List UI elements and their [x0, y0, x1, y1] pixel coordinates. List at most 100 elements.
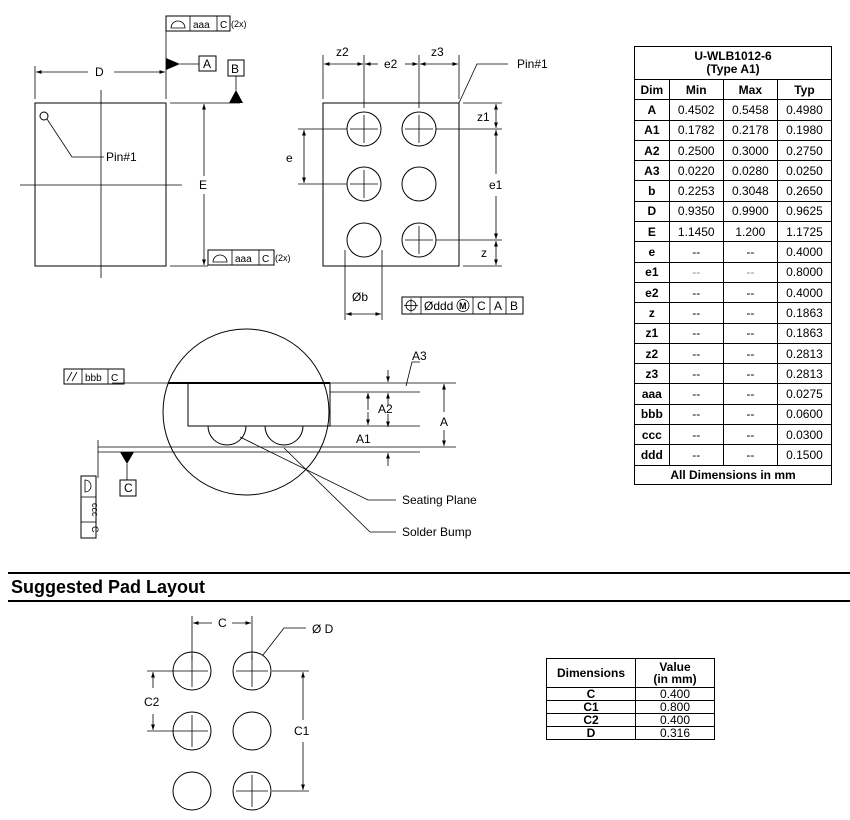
row-min: -- [668, 302, 724, 324]
row-max: -- [722, 383, 778, 405]
datum-A-label: A [203, 57, 211, 71]
col-header-max: Max [722, 78, 778, 101]
dim-b-label: Øb [352, 290, 368, 304]
pad-row-key: C2 [546, 713, 636, 727]
pin1-leader-bv [458, 63, 508, 104]
row-dim: D [634, 200, 670, 223]
dim-e1-label: e1 [489, 178, 503, 192]
row-max: -- [722, 342, 778, 365]
bump-left-profile [207, 425, 247, 446]
row-min: -- [668, 241, 724, 263]
bump-5 [346, 222, 382, 258]
row-max: -- [722, 424, 778, 446]
row-dim: ddd [634, 444, 670, 466]
row-dim: ccc [634, 424, 670, 446]
section-title: Suggested Pad Layout [11, 577, 206, 597]
row-max: -- [722, 281, 778, 304]
pad-row-value: 0.316 [635, 726, 715, 740]
parallel-fcf-C: C [111, 373, 118, 384]
position-fcf-A: A [494, 299, 502, 313]
dim-z-label: z [481, 246, 487, 260]
row-max: -- [722, 444, 778, 466]
pad-col-value-line2: (in mm) [653, 672, 697, 686]
position-icon [404, 298, 418, 313]
row-dim: z3 [634, 363, 670, 385]
row-max: -- [722, 241, 778, 263]
dim-C2-label: C2 [144, 695, 160, 709]
pad-6 [232, 771, 272, 811]
col-header-min: Min [668, 78, 724, 101]
row-typ: 0.9625 [776, 200, 833, 223]
pin1-label-bv: Pin#1 [517, 57, 548, 71]
ccc-fcf [80, 475, 97, 539]
row-typ: 0.2650 [776, 180, 833, 202]
row-dim: z2 [634, 342, 670, 365]
solder-bump-label: Solder Bump [402, 525, 472, 539]
dim-phiD-label: Ø D [312, 622, 334, 636]
profile-surface-icon-top [170, 20, 186, 29]
row-min: 1.1450 [668, 221, 724, 243]
row-min: 0.0220 [668, 160, 724, 182]
dim-E-label: E [199, 178, 207, 192]
dim-z1-label: z1 [477, 110, 490, 124]
seating-plane-leader [239, 436, 396, 501]
table-row: bbb----0.0600 [634, 403, 833, 426]
table-row: e1----0.8000 [634, 261, 833, 283]
parallel-fcf [63, 368, 125, 385]
row-min: -- [668, 383, 724, 405]
pad-row-key: C1 [546, 700, 636, 714]
row-min: -- [668, 322, 724, 344]
detail-circle [162, 328, 330, 496]
pad-col-value-line1: Value [659, 660, 691, 674]
row-max: -- [722, 403, 778, 426]
pad-layout: C Ø D C2 C1 [144, 616, 334, 811]
row-typ: 0.1863 [776, 302, 833, 324]
row-min: 0.9350 [668, 200, 724, 223]
profile-top-C: C [220, 20, 227, 31]
row-dim: e1 [634, 261, 670, 283]
pad-col-dimensions: Dimensions [546, 658, 636, 688]
table-row: z3----0.2813 [634, 363, 833, 385]
datum-A-triangle [166, 58, 180, 70]
dim-A3-label: A3 [412, 349, 427, 363]
row-max: -- [722, 363, 778, 385]
dim-e2-label: e2 [384, 57, 398, 71]
row-min: 0.2500 [668, 139, 724, 162]
pad-row-value: 0.800 [635, 700, 715, 714]
row-typ: 0.8000 [776, 261, 833, 283]
bump-1 [346, 111, 382, 147]
row-typ: 0.0250 [776, 160, 833, 182]
row-min: -- [668, 403, 724, 426]
top-view: Pin#1 D E A B aaa C (2x) [20, 15, 291, 278]
dim-A2-label: A2 [378, 402, 393, 416]
bump-3 [346, 166, 382, 202]
row-typ: 0.1863 [776, 322, 833, 344]
pin1-label-top: Pin#1 [106, 150, 137, 164]
pin1-leader [46, 118, 104, 158]
ccc-fcf-C: C [90, 526, 100, 533]
table-row: z2----0.2813 [634, 342, 833, 365]
dim-A3-leader [405, 361, 420, 387]
row-dim: A1 [634, 119, 670, 141]
pad-row-value: 0.400 [635, 687, 715, 701]
bottom-view: z2 e2 z3 Pin#1 e z1 e1 z Øb [286, 45, 548, 320]
row-max: 0.3000 [722, 139, 778, 162]
row-dim: A2 [634, 139, 670, 162]
row-min: -- [668, 444, 724, 466]
row-max: 0.3048 [722, 180, 778, 202]
row-min: -- [668, 424, 724, 446]
table-header-row: Dim Min Max Typ [634, 78, 833, 101]
row-typ: 0.4000 [776, 281, 833, 304]
position-fcf-C: C [477, 299, 486, 313]
row-typ: 0.4000 [776, 241, 833, 263]
bump-2 [401, 111, 437, 147]
row-typ: 0.1980 [776, 119, 833, 141]
pad-col-value: Value (in mm) [635, 658, 715, 688]
